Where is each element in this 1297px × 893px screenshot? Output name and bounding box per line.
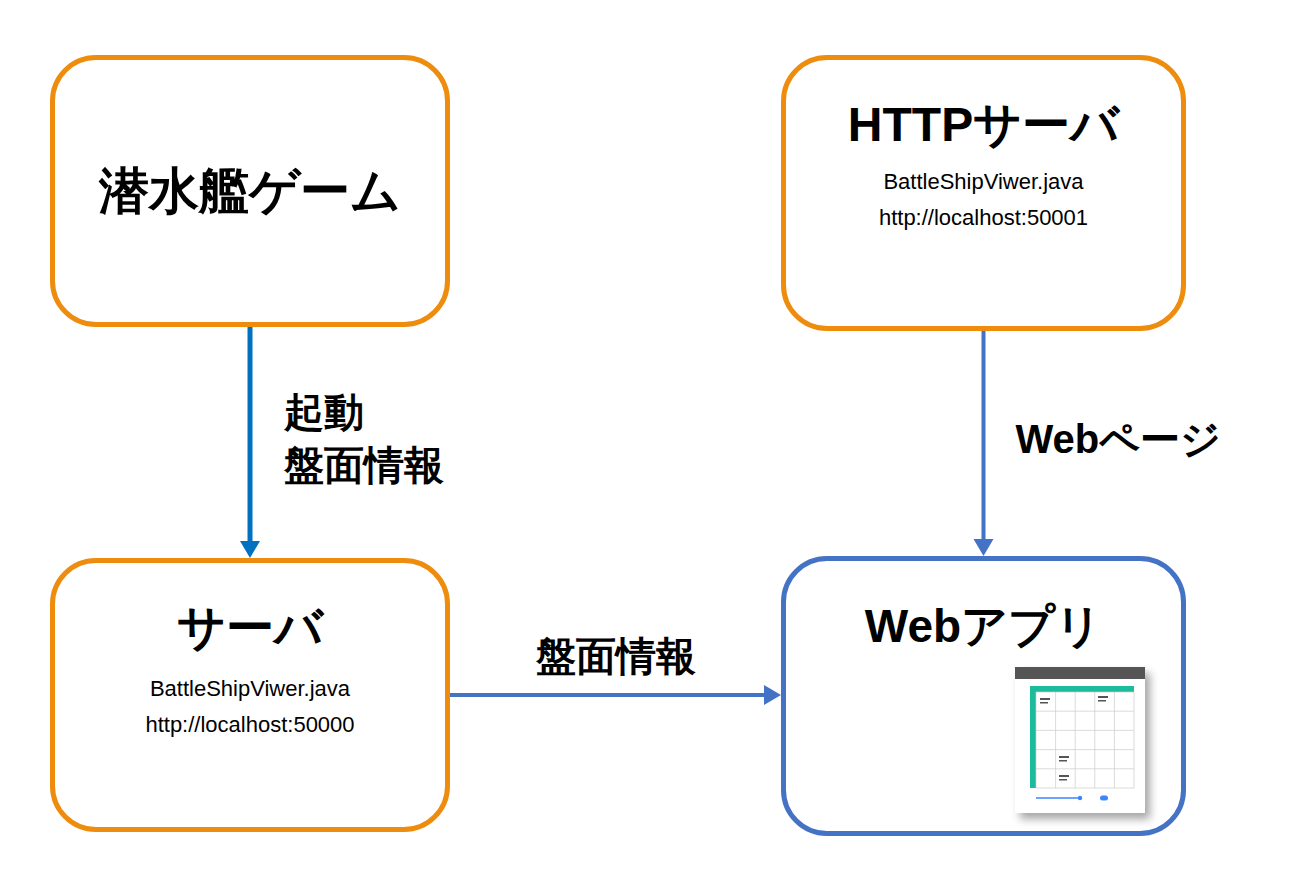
box-title: サーバ (177, 599, 323, 657)
box-detail: http://localhost:50001 (879, 200, 1088, 236)
process-box: Webアプリ (781, 556, 1186, 836)
connector-line (248, 327, 253, 542)
process-box: 潜水艦ゲーム (50, 55, 450, 327)
edge-label: Webページ (1012, 413, 1210, 466)
process-box: HTTPサーバ BattleShipViwer.javahttp://localh… (781, 55, 1186, 331)
process-box: サーバ BattleShipViwer.javahttp://localhost:… (50, 558, 450, 832)
connector-arrow (240, 327, 260, 558)
arrowhead (974, 539, 994, 556)
webapp-thumbnail (1015, 667, 1145, 813)
arrowhead (764, 685, 781, 705)
box-detail: BattleShipViwer.java (150, 671, 350, 707)
box-title: HTTPサーバ (848, 96, 1119, 154)
connector-line (450, 693, 765, 697)
connector-arrow (974, 331, 994, 556)
arrowhead (240, 541, 260, 558)
edge-label: 盤面情報 (532, 630, 700, 683)
edge-label: 起動 盤面情報 (280, 386, 478, 492)
box-title: Webアプリ (865, 599, 1102, 654)
box-title: 潜水艦ゲーム (99, 161, 401, 221)
connector-line (982, 331, 986, 540)
box-detail: BattleShipViwer.java (883, 164, 1083, 200)
box-detail: http://localhost:50000 (145, 707, 354, 743)
connector-arrow (450, 685, 781, 705)
